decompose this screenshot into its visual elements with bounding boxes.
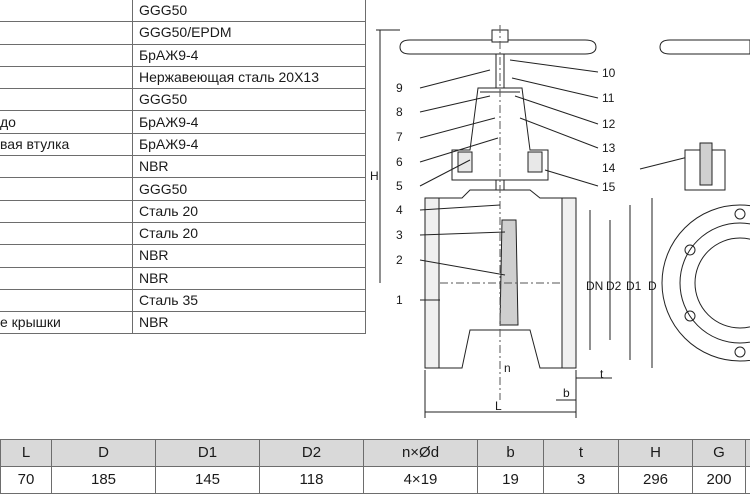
callout-5: 5 [396, 179, 403, 193]
dims-header-cell: H [618, 439, 693, 467]
dim-l-label: L [495, 399, 502, 413]
dims-header-row: L D D1 D2 n×Ød b t H G [0, 439, 750, 467]
material-cell: GGG50/EPDM [131, 21, 367, 45]
dim-d2-label: D2 [606, 279, 622, 293]
material-cell: Сталь 20 [131, 199, 367, 223]
material-cell: GGG50 [131, 0, 367, 23]
dims-header-cell: G [692, 439, 746, 467]
callout-11: 11 [602, 91, 615, 105]
dims-value-cell [745, 466, 750, 494]
dims-value-cell: 296 [618, 466, 693, 494]
part-name-cell: вая втулка [0, 132, 133, 157]
callout-7: 7 [396, 130, 403, 144]
wedge [499, 219, 519, 326]
material-cell: GGG50 [131, 88, 367, 112]
callout-13: 13 [602, 141, 616, 155]
material-row: NBR [0, 244, 367, 268]
part-name-cell [0, 155, 133, 179]
dims-value-row: 70 185 145 118 4×19 19 3 296 200 [0, 466, 750, 494]
part-name-cell: до [0, 110, 133, 134]
callout-14: 14 [602, 161, 616, 175]
callout-12: 12 [602, 117, 616, 131]
dims-value-cell: 4×19 [363, 466, 478, 494]
dims-header-cell: D [51, 439, 156, 467]
callout-2: 2 [396, 253, 403, 267]
part-name-cell [0, 21, 133, 45]
callout-10: 10 [602, 66, 616, 80]
handwheel [399, 39, 597, 55]
material-row: NBR [0, 266, 367, 290]
material-row: GGG50 [0, 88, 367, 112]
material-row: GGG50 [0, 177, 367, 201]
part-name-cell [0, 199, 133, 223]
dims-header-cell: D1 [155, 439, 260, 467]
material-cell: БрАЖ9-4 [131, 110, 367, 134]
callout-9: 9 [396, 81, 403, 95]
dims-header-cell: t [543, 439, 619, 467]
dim-h-label: H [370, 169, 379, 183]
material-cell: БрАЖ9-4 [131, 43, 367, 67]
dim-d1-label: D1 [626, 279, 642, 293]
part-name-cell [0, 88, 133, 112]
callout-8: 8 [396, 105, 403, 119]
dims-value-cell: 118 [259, 466, 364, 494]
part-name-cell [0, 65, 133, 90]
material-cell: Сталь 35 [131, 288, 367, 313]
callout-6: 6 [396, 155, 403, 169]
material-row: БрАЖ9-4 [0, 43, 367, 67]
dimensions-table: L D D1 D2 n×Ød b t H G 70 185 145 118 4×… [0, 439, 750, 494]
part-name-cell [0, 266, 133, 290]
dims-value-cell: 70 [0, 466, 52, 494]
part-name-cell [0, 0, 133, 23]
callout-3: 3 [396, 228, 403, 242]
dim-dn-label: DN [586, 279, 603, 293]
valve-drawing: 9 8 7 6 5 4 3 2 1 10 11 12 13 14 15 H DN… [370, 25, 750, 418]
material-row: GGG50 [0, 0, 367, 23]
part-name-cell: е крышки [0, 311, 133, 335]
part-name-cell [0, 43, 133, 67]
dims-header-cell: b [477, 439, 544, 467]
dims-value-cell: 200 [692, 466, 746, 494]
material-cell: NBR [131, 266, 367, 290]
material-cell: Нержавеющая сталь 20X13 [131, 65, 367, 90]
dims-value-cell: 3 [543, 466, 619, 494]
dims-value-cell: 145 [155, 466, 260, 494]
material-row: Сталь 20 [0, 199, 367, 223]
dims-value-cell: 19 [477, 466, 544, 494]
dims-header-cell: D2 [259, 439, 364, 467]
part-name-cell [0, 177, 133, 201]
dims-header-cell: n×Ød [363, 439, 478, 467]
material-row: Сталь 35 [0, 288, 367, 313]
material-row: Сталь 20 [0, 221, 367, 246]
dim-n-label: n [504, 361, 511, 375]
part-name-cell [0, 244, 133, 268]
material-cell: NBR [131, 244, 367, 268]
callout-15: 15 [602, 180, 616, 194]
dim-t-label: t [600, 367, 604, 381]
material-cell: NBR [131, 311, 367, 335]
material-cell: Сталь 20 [131, 221, 367, 246]
part-name-cell [0, 221, 133, 246]
callout-4: 4 [396, 203, 403, 217]
material-cell: GGG50 [131, 177, 367, 201]
material-cell: NBR [131, 155, 367, 179]
dim-b-label: b [563, 386, 570, 400]
material-cell: БрАЖ9-4 [131, 132, 367, 157]
dims-value-cell: 185 [51, 466, 156, 494]
material-row: Нержавеющая сталь 20X13 [0, 65, 367, 90]
dim-d-label: D [648, 279, 657, 293]
callout-1: 1 [396, 293, 403, 307]
part-name-cell [0, 288, 133, 313]
dims-header-cell [745, 439, 750, 467]
material-row: GGG50/EPDM [0, 21, 367, 45]
material-row: NBR [0, 155, 367, 179]
dims-header-cell: L [0, 439, 52, 467]
